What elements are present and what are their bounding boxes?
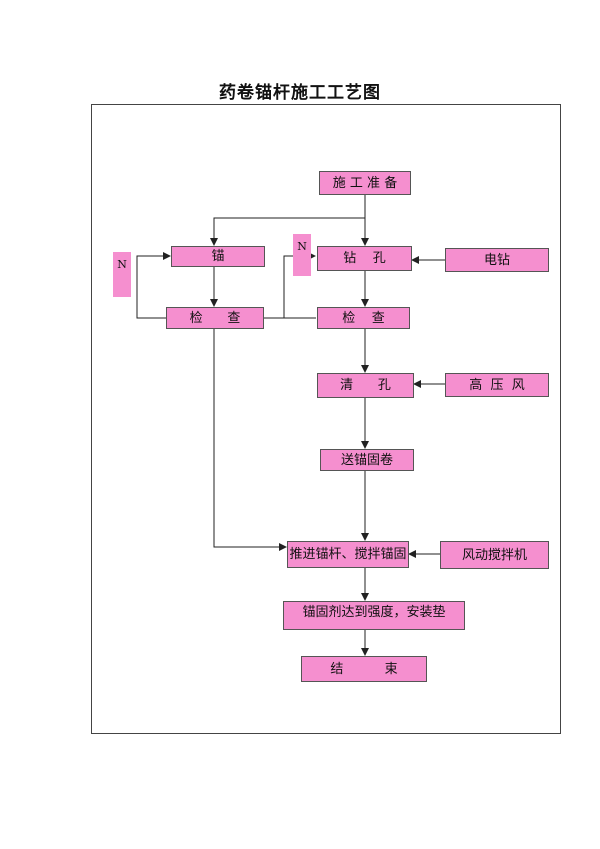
edge-prep-anchor <box>210 217 365 246</box>
node-strength: 锚固剂达到强度，安装垫 <box>283 601 465 630</box>
edge-left-loop <box>136 252 171 319</box>
node-end: 结 束 <box>301 656 427 682</box>
node-push: 推进锚杆、搅拌锚固 <box>287 541 409 568</box>
node-inspect-left: 检 查 <box>166 307 264 329</box>
node-feed: 送锚固卷 <box>320 449 414 471</box>
edge-inspect-push <box>213 329 287 551</box>
node-clean-tool: 高 压 风 <box>445 373 549 397</box>
node-clean: 清 孔 <box>317 373 414 398</box>
node-anchor: 锚 <box>171 246 265 267</box>
node-drill-tool: 电钻 <box>445 248 549 272</box>
node-drill: 钻 孔 <box>317 246 412 271</box>
diagram-title: 药卷锚杆施工工艺图 <box>219 83 381 103</box>
loop-tag-left: N <box>113 252 131 297</box>
node-inspect-right: 检 查 <box>317 307 410 329</box>
diagram-frame <box>91 104 561 734</box>
node-prep: 施 工 准 备 <box>319 171 411 195</box>
loop-tag-right: N <box>293 234 311 276</box>
node-push-tool: 风动搅拌机 <box>440 541 549 569</box>
